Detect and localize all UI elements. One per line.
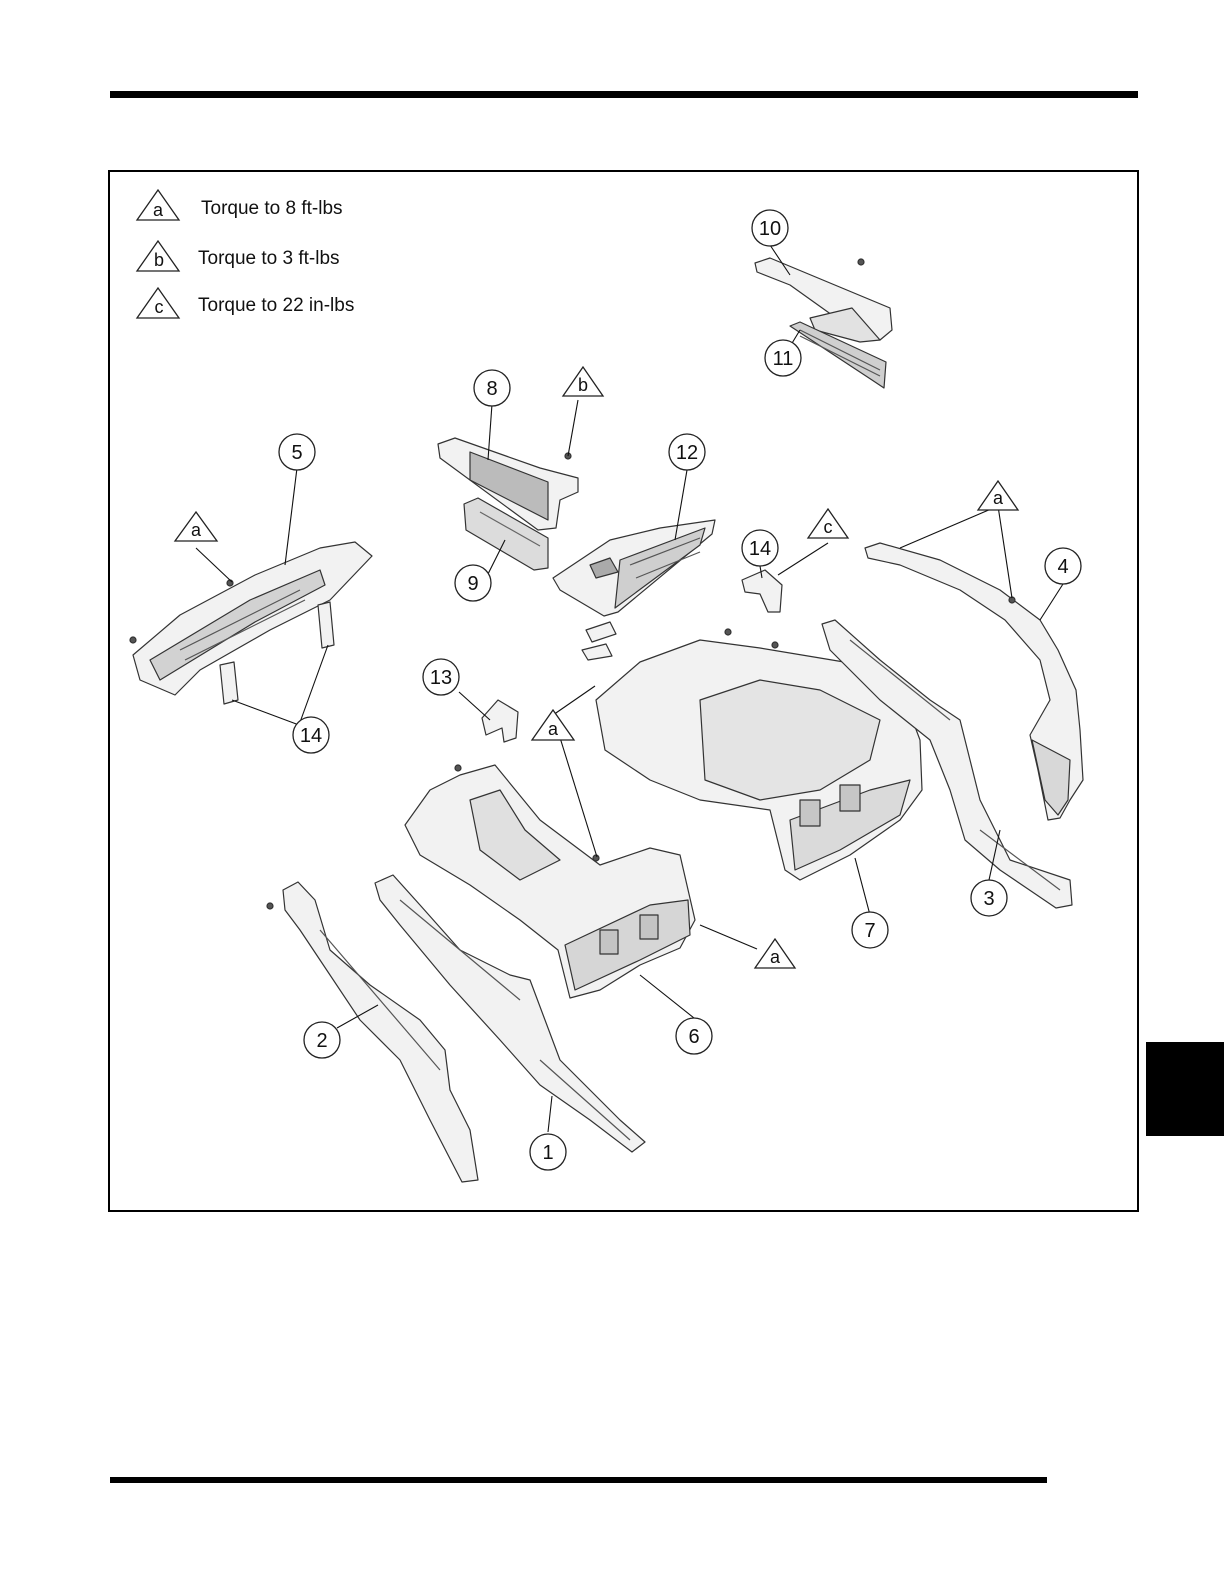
callout-1: 1: [530, 1134, 566, 1170]
svg-text:1: 1: [542, 1142, 553, 1164]
svg-text:11: 11: [773, 348, 794, 370]
svg-text:7: 7: [864, 920, 875, 942]
svg-text:2: 2: [316, 1030, 327, 1052]
callout-4: 4: [1045, 548, 1081, 584]
callout-14-left: 14: [293, 717, 329, 753]
callout-2: 2: [304, 1022, 340, 1058]
part-2-left-rocker: [267, 882, 478, 1182]
tray-brackets: [582, 622, 616, 660]
svg-text:a: a: [548, 719, 559, 739]
legend-row-c: c Torque to 22 in-lbs: [137, 288, 354, 318]
legend: a Torque to 8 ft-lbs b Torque to 3 ft-lb…: [137, 190, 354, 318]
svg-text:b: b: [578, 375, 588, 395]
svg-text:5: 5: [291, 442, 302, 464]
svg-text:12: 12: [676, 442, 698, 464]
callout-12: 12: [669, 434, 705, 470]
callout-3: 3: [971, 880, 1007, 916]
svg-text:a: a: [191, 520, 202, 540]
torque-marker-a-right: a: [978, 481, 1018, 510]
svg-text:4: 4: [1057, 556, 1068, 578]
part-10-console-cover: [755, 258, 892, 342]
legend-symbol: a: [153, 200, 164, 220]
legend-text: Torque to 3 ft-lbs: [198, 248, 340, 269]
svg-text:14: 14: [300, 725, 322, 747]
legend-row-b: b Torque to 3 ft-lbs: [137, 241, 340, 271]
callout-7: 7: [852, 912, 888, 948]
legend-text: Torque to 22 in-lbs: [198, 295, 354, 316]
callout-8: 8: [474, 370, 510, 406]
svg-text:c: c: [824, 517, 833, 537]
torque-marker-c-right: c: [808, 509, 848, 538]
part-5-left-console: [130, 542, 372, 695]
part-12-storage-tray: [553, 520, 715, 616]
torque-marker-a-lower: a: [755, 939, 795, 968]
callout-11: 11: [765, 340, 801, 376]
svg-text:a: a: [993, 488, 1004, 508]
callout-6: 6: [676, 1018, 712, 1054]
callout-9: 9: [455, 565, 491, 601]
legend-text: Torque to 8 ft-lbs: [201, 198, 343, 219]
torque-marker-a-left: a: [175, 512, 217, 541]
svg-text:3: 3: [983, 888, 994, 910]
legend-row-a: a Torque to 8 ft-lbs: [137, 190, 343, 220]
part-13-bracket: [482, 700, 518, 742]
callout-13: 13: [423, 659, 459, 695]
svg-text:9: 9: [467, 573, 478, 595]
callout-14-right: 14: [742, 530, 778, 566]
svg-text:6: 6: [688, 1026, 699, 1048]
legend-symbol: b: [154, 250, 164, 270]
legend-symbol: c: [155, 297, 164, 317]
callout-10: 10: [752, 210, 788, 246]
torque-marker-a-center: a: [532, 710, 574, 740]
callout-5: 5: [279, 434, 315, 470]
svg-text:10: 10: [759, 218, 781, 240]
svg-text:13: 13: [430, 667, 452, 689]
svg-text:a: a: [770, 947, 781, 967]
torque-marker-b-top: b: [563, 367, 603, 396]
svg-text:14: 14: [749, 538, 771, 560]
svg-text:8: 8: [486, 378, 497, 400]
